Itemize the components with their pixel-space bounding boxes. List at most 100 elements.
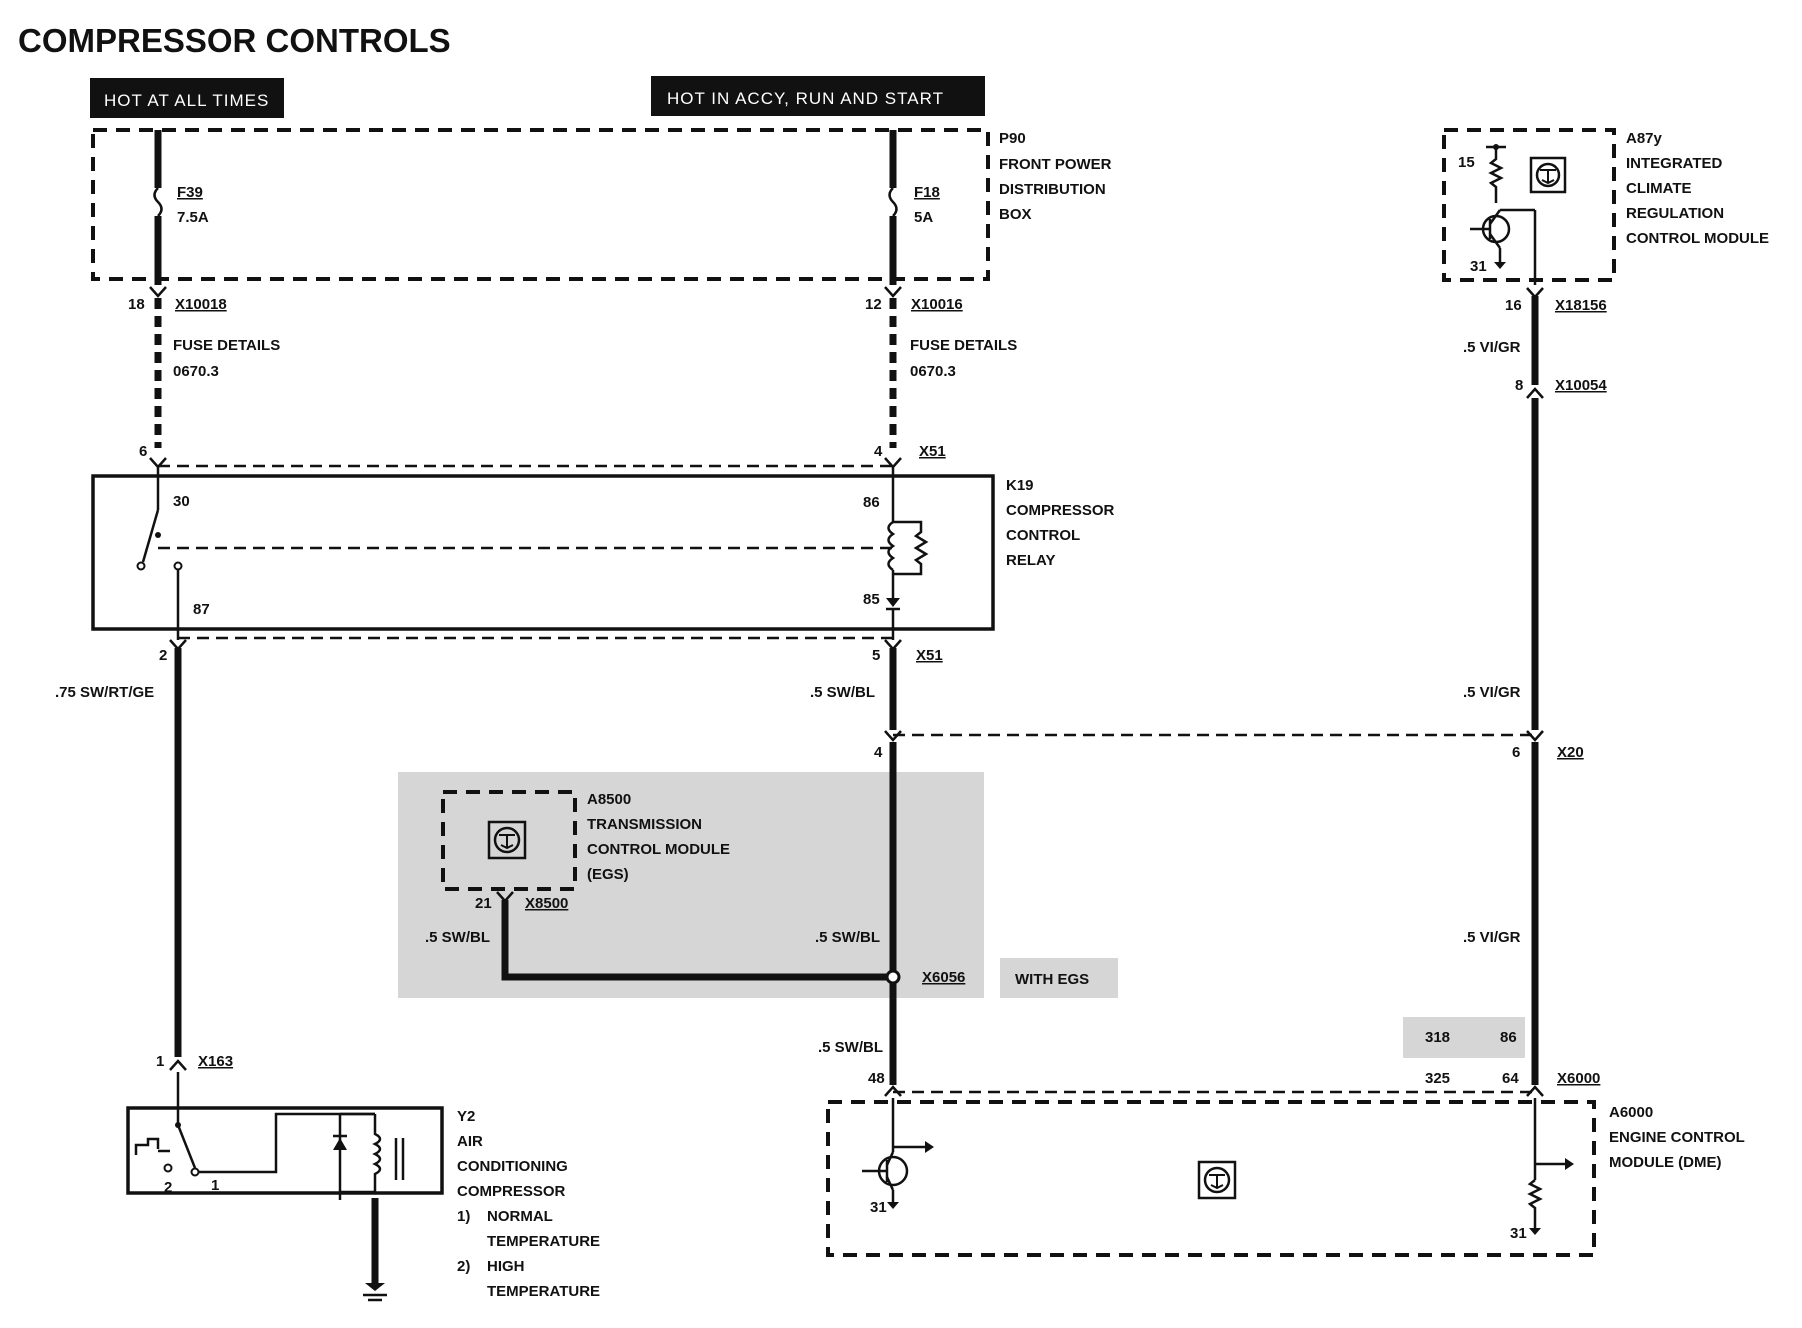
x8500-label: X8500 (525, 895, 568, 912)
svg-text:A87y: A87y (1626, 130, 1663, 147)
svg-text:2): 2) (457, 1258, 470, 1275)
svg-text:CLIMATE: CLIMATE (1626, 180, 1692, 197)
y2-switch-pos-1: 1 (211, 1177, 219, 1194)
x6056-label: X6056 (922, 969, 965, 986)
svg-text:INTEGRATED: INTEGRATED (1626, 155, 1723, 172)
connector-x163-icon (169, 1059, 187, 1071)
svg-text:DISTRIBUTION: DISTRIBUTION (999, 181, 1106, 198)
k19-compressor-control-relay (91, 474, 995, 631)
x20-right-pin: 6 (1512, 744, 1520, 761)
a87y-label: A87y INTEGRATED CLIMATE REGULATION CONTR… (1626, 130, 1769, 247)
x6000-pin-48: 48 (868, 1070, 885, 1087)
banner-hot-in-accy: HOT IN ACCY, RUN AND START (651, 76, 985, 116)
k19-pin-30: 30 (173, 493, 190, 510)
y2-switch-pos-2: 2 (164, 1179, 172, 1196)
x163-label: X163 (198, 1053, 233, 1070)
a87y-integrated-climate-regulation-module (1442, 128, 1616, 282)
wire-sw-bl-upper-label: .5 SW/BL (810, 684, 875, 701)
svg-text:CONTROL MODULE: CONTROL MODULE (587, 841, 730, 858)
y2-notes: 1) NORMAL TEMPERATURE 2) HIGH TEMPERATUR… (457, 1208, 600, 1300)
x18156-pin: 16 (1505, 297, 1522, 314)
svg-text:HOT AT ALL TIMES: HOT AT ALL TIMES (104, 91, 269, 110)
splice-x6056-icon (885, 969, 901, 985)
relay-contact-icon (141, 509, 160, 563)
fuse-details-right-ref: 0670.3 (910, 363, 956, 380)
svg-text:CONDITIONING: CONDITIONING (457, 1158, 568, 1175)
a87y-transistor-icon (1470, 208, 1535, 269)
with-egs-label: WITH EGS (1015, 971, 1089, 988)
fuse-f18-rating: 5A (914, 209, 933, 226)
svg-text:A6000: A6000 (1609, 1104, 1653, 1121)
svg-text:Y2: Y2 (457, 1108, 475, 1125)
wire-egs-right-label: .5 SW/BL (815, 929, 880, 946)
wire-sw-rt-ge-label: .75 SW/RT/GE (55, 684, 154, 701)
svg-text:HOT IN ACCY, RUN AND START: HOT IN ACCY, RUN AND START (667, 89, 944, 108)
wire-egs (501, 900, 893, 981)
connector-x10016-icon (884, 286, 902, 298)
svg-text:K19: K19 (1006, 477, 1034, 494)
fuse-details-right-label: FUSE DETAILS (910, 337, 1017, 354)
p90-front-power-distribution-box (91, 128, 990, 281)
a6000-engine-control-module (826, 1100, 1596, 1257)
svg-text:(EGS): (EGS) (587, 866, 629, 883)
svg-text:BOX: BOX (999, 206, 1032, 223)
y2-label: Y2 AIR CONDITIONING COMPRESSOR (457, 1108, 568, 1200)
svg-text:P90: P90 (999, 130, 1026, 147)
with-egs-shade (1000, 958, 1118, 998)
banner-hot-at-all-times: HOT AT ALL TIMES (90, 78, 284, 118)
x6000-pin-325: 325 (1425, 1070, 1450, 1087)
x6000-alt-pin-shade (1403, 1017, 1525, 1058)
k19-pin-86: 86 (863, 494, 880, 511)
svg-text:COMPRESSOR: COMPRESSOR (1006, 502, 1115, 519)
svg-text:AIR: AIR (457, 1133, 483, 1150)
x163-pin: 1 (156, 1053, 164, 1070)
x20-label: X20 (1557, 744, 1584, 761)
svg-text:REGULATION: REGULATION (1626, 205, 1724, 222)
connector-x18156-icon (1526, 287, 1544, 299)
fuse-f39-icon (153, 187, 163, 217)
x51-bottom-left-pin: 2 (159, 647, 167, 664)
x10016-pin: 12 (865, 296, 882, 313)
svg-text:1): 1) (457, 1208, 470, 1225)
egs-shaded-area (398, 772, 984, 998)
svg-text:CONTROL MODULE: CONTROL MODULE (1626, 230, 1769, 247)
svg-text:COMPRESSOR: COMPRESSOR (457, 1183, 566, 1200)
x10016-label: X10016 (911, 296, 963, 313)
relay-coil-icon (887, 520, 896, 572)
svg-text:FRONT POWER: FRONT POWER (999, 156, 1112, 173)
wire-vi-gr-upper-label: .5 VI/GR (1463, 339, 1521, 356)
relay-diode-icon (886, 598, 900, 607)
fuse-f39-rating: 7.5A (177, 209, 209, 226)
fuse-f39-name: F39 (177, 184, 203, 201)
svg-text:CONTROL: CONTROL (1006, 527, 1080, 544)
fuse-details-left-label: FUSE DETAILS (173, 337, 280, 354)
x51-bottom-right-pin: 5 (872, 647, 880, 664)
fuse-details-left-ref: 0670.3 (173, 363, 219, 380)
fuse-f18-icon (888, 187, 898, 217)
svg-text:TRANSMISSION: TRANSMISSION (587, 816, 702, 833)
a8500-label: A8500 TRANSMISSION CONTROL MODULE (EGS) (587, 791, 730, 883)
svg-text:ENGINE CONTROL: ENGINE CONTROL (1609, 1129, 1745, 1146)
wire-egs-left-label: .5 SW/BL (425, 929, 490, 946)
page-title: COMPRESSOR CONTROLS (18, 22, 451, 59)
svg-text:HIGH: HIGH (487, 1258, 525, 1275)
p90-label: P90 FRONT POWER DISTRIBUTION BOX (999, 130, 1112, 223)
x6000-alt-318: 318 (1425, 1029, 1450, 1046)
x10018-label: X10018 (175, 296, 227, 313)
svg-text:MODULE (DME): MODULE (DME) (1609, 1154, 1722, 1171)
k19-pin-87: 87 (193, 601, 210, 618)
relay-resistor-icon (893, 520, 929, 576)
svg-text:TEMPERATURE: TEMPERATURE (487, 1233, 600, 1250)
a6000-pin-31-right: 31 (1510, 1225, 1527, 1242)
y2-temperature-switch-icon (134, 1072, 375, 1177)
connector-x10018-icon (149, 286, 167, 298)
a6000-transistor-icon (862, 1098, 934, 1209)
fuse-f18-name: F18 (914, 184, 940, 201)
x20-left-pin: 4 (874, 744, 883, 761)
x10018-pin: 18 (128, 296, 145, 313)
x6000-label: X6000 (1557, 1070, 1600, 1087)
ground-icon (363, 1283, 387, 1302)
wire-vi-gr-lower-label: .5 VI/GR (1463, 929, 1521, 946)
wire-vi-gr-middle-label: .5 VI/GR (1463, 684, 1521, 701)
